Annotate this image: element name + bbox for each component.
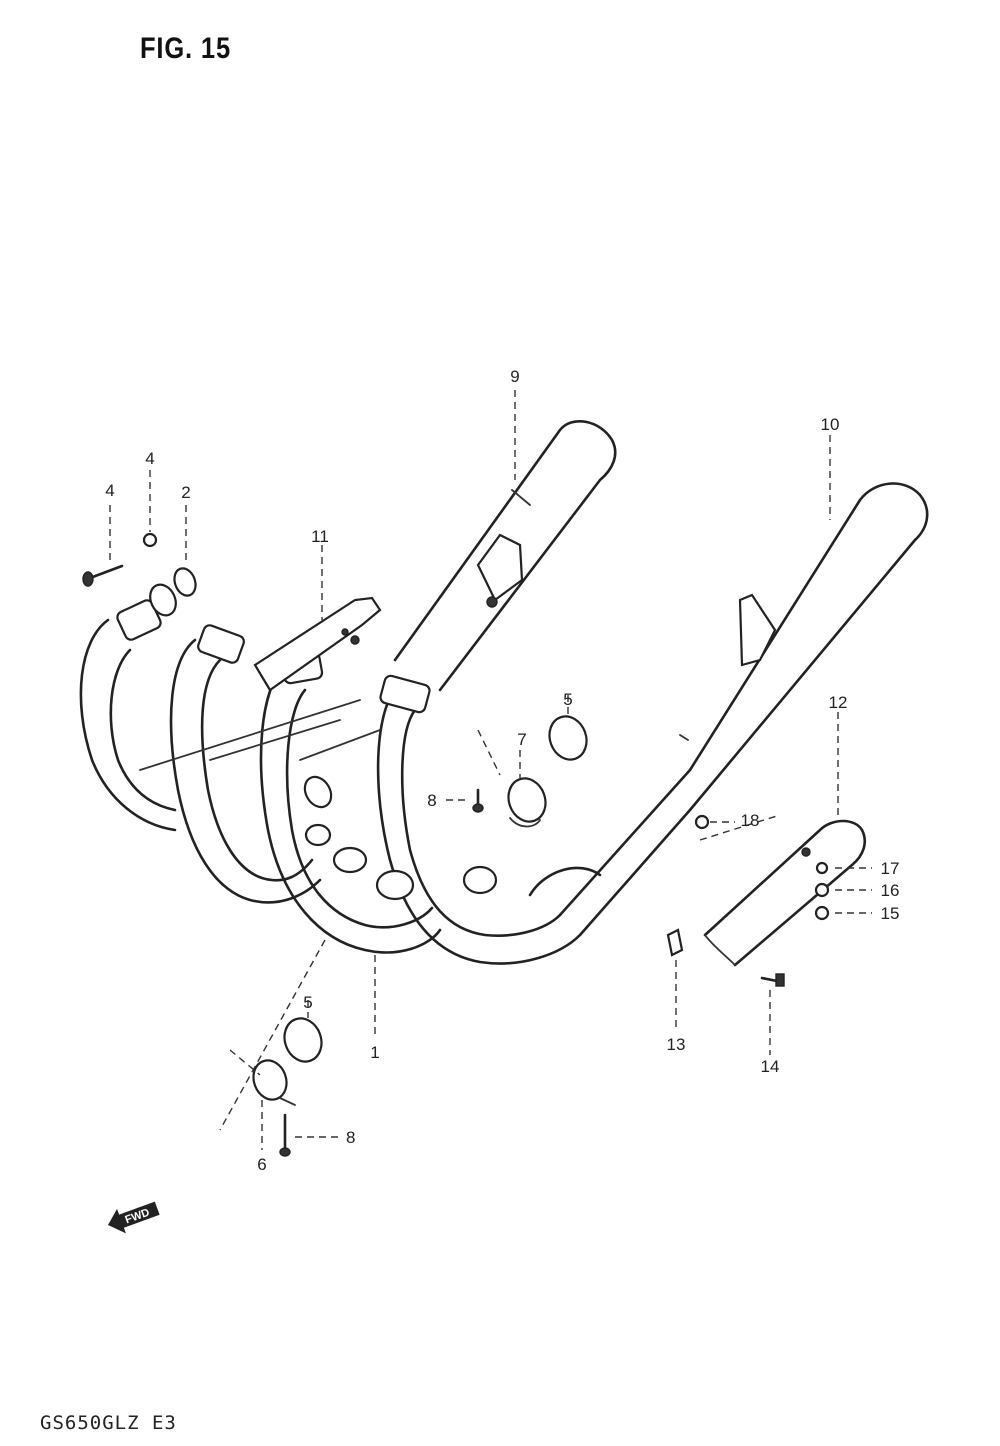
label-part-8-lower: 8: [346, 1128, 355, 1147]
label-part-16: 16: [881, 881, 900, 900]
label-part-14: 14: [761, 1057, 780, 1076]
clamp-6: [252, 1059, 296, 1106]
exhaust-clamp-set: [116, 583, 431, 714]
muffler-10: [528, 482, 929, 897]
label-part-11: 11: [311, 527, 329, 546]
bolt-3: [82, 564, 124, 587]
label-part-17: 17: [881, 859, 900, 878]
gasket-2: [173, 567, 197, 597]
connector-5-upper: [548, 715, 588, 761]
figure-title: FIG. 15: [140, 32, 231, 65]
heat-shield-12: [703, 819, 866, 967]
label-part-15: 15: [881, 904, 900, 923]
fwd-label: FWD: [124, 1206, 152, 1226]
clamp-7: [507, 777, 547, 828]
label-part-4: 4: [145, 449, 154, 468]
crossover-tubes: [139, 699, 498, 901]
forward-arrow-icon: FWD: [108, 1201, 160, 1234]
bolt-15: [814, 905, 830, 921]
leader-lines: [109, 390, 872, 1150]
label-part-8-upper: 8: [427, 791, 436, 810]
label-part-5-lower: 5: [303, 993, 312, 1012]
muffler-9: [393, 420, 617, 692]
nut-18: [694, 814, 710, 830]
washer-16: [814, 882, 830, 898]
bracket-11: [253, 596, 382, 692]
label-part-13: 13: [667, 1035, 686, 1054]
label-part-7: 7: [517, 730, 526, 749]
nut-4: [142, 532, 158, 548]
bolt-14: [760, 973, 785, 987]
part-labels: 9 10 11 4 4 2 5 7 8 12 18 17 16 15 13 14…: [105, 367, 899, 1174]
label-part-10: 10: [821, 415, 840, 434]
exhaust-pipe-4: [376, 688, 692, 965]
label-part-5-upper: 5: [563, 690, 572, 709]
label-part-6: 6: [257, 1155, 266, 1174]
exhaust-pipe-1: [79, 618, 177, 832]
bolt-8-upper: [472, 788, 484, 813]
bolt-8-lower: [279, 1113, 291, 1157]
label-part-1: 1: [370, 1043, 379, 1062]
model-code: GS650GLZ E3: [40, 1412, 177, 1434]
label-part-9: 9: [510, 367, 519, 386]
label-part-12: 12: [829, 693, 848, 712]
nut-17: [815, 861, 829, 875]
washer-13: [666, 928, 684, 957]
label-part-3: 4: [105, 481, 114, 500]
label-part-2: 2: [181, 483, 190, 502]
connector-5-lower: [283, 1017, 323, 1063]
label-part-18: 18: [741, 811, 760, 830]
